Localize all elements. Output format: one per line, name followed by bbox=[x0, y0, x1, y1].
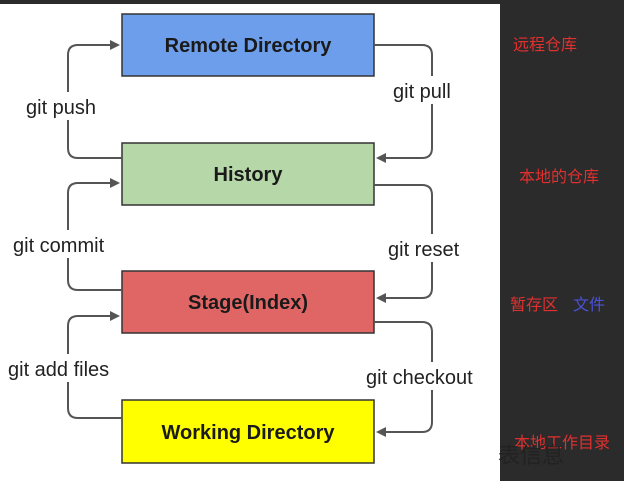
git-add-files-label: git add files bbox=[8, 359, 109, 381]
stage-box bbox=[121, 270, 375, 334]
git-checkout-label: git checkout bbox=[366, 367, 473, 389]
stage-area-note: 暂存区 bbox=[510, 295, 559, 314]
git-push-label: git push bbox=[26, 97, 96, 119]
git-commit-label: git commit bbox=[13, 235, 105, 257]
remote-directory-label: Remote Directory bbox=[165, 35, 333, 57]
remote-repo-note: 远程仓库 bbox=[513, 35, 578, 54]
working-dir-note: 本地工作目录 bbox=[514, 433, 611, 452]
background-text: 表信息 bbox=[498, 444, 565, 469]
remote-directory-box bbox=[121, 13, 375, 77]
working-directory-label: Working Directory bbox=[162, 422, 336, 444]
local-repo-note: 本地的仓库 bbox=[519, 167, 600, 186]
stage-label: Stage(Index) bbox=[188, 292, 308, 314]
history-label: History bbox=[214, 164, 284, 186]
git-reset-label: git reset bbox=[388, 239, 460, 261]
git-pull-label: git pull bbox=[393, 81, 451, 103]
stage-file-note: 文件 bbox=[573, 295, 606, 314]
history-box bbox=[121, 142, 375, 206]
working-directory-box bbox=[121, 399, 375, 464]
